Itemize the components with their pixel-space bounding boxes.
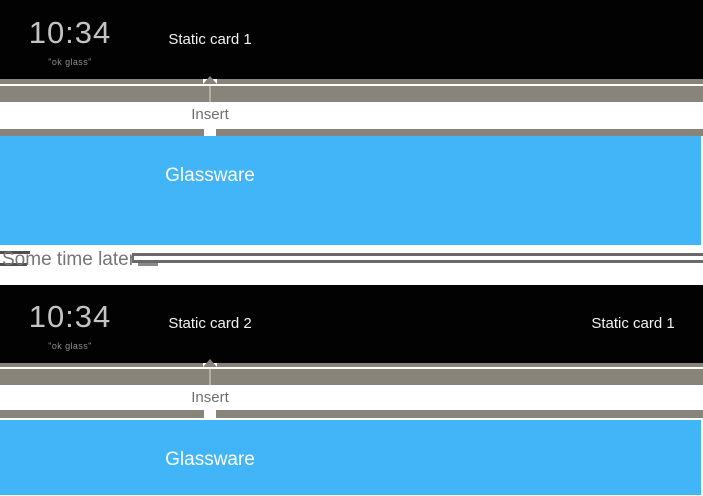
insert-gap-lower: [204, 129, 216, 136]
ok-glass-hint: "ok glass": [48, 57, 92, 67]
insert-gap-lower: [204, 410, 216, 418]
timeline-bar-lower: [0, 410, 703, 418]
insert-label: Insert: [191, 106, 229, 123]
divider-dash: [138, 263, 158, 266]
insert-seam: [209, 86, 211, 102]
timeline-cards-row: 10:34 "ok glass" Static card 1: [0, 0, 703, 79]
timeline-bar-top: [0, 363, 703, 367]
static-card-1-label: Static card 1: [168, 31, 252, 48]
divider-tick: [132, 253, 134, 263]
glassware-label: Glassware: [165, 165, 255, 186]
clock-card: 10:34 "ok glass": [0, 299, 140, 352]
clock-time: 10:34: [28, 299, 112, 334]
timeline-cards-row: 10:34 "ok glass" Static card 2 Static ca…: [0, 285, 703, 363]
divider-stub-top: [0, 251, 30, 254]
static-card-1-label: Static card 1: [591, 315, 675, 332]
insert-arrow-icon: [203, 359, 217, 367]
glassware-card: Glassware: [0, 420, 701, 495]
timeline-bar-lower: [0, 129, 703, 136]
divider-line-top: [133, 253, 703, 256]
divider-line-bottom: [133, 260, 703, 263]
static-card-2-label: Static card 2: [168, 315, 252, 332]
clock-time: 10:34: [28, 15, 112, 50]
insert-seam: [209, 369, 211, 385]
some-time-later-label: Some time later: [2, 249, 136, 270]
glassware-card: Glassware: [0, 136, 701, 245]
divider-stub-bottom: [0, 263, 27, 266]
clock-card: 10:34 "ok glass": [0, 15, 140, 68]
timeline-bar-top: [0, 79, 703, 84]
glassware-label: Glassware: [165, 449, 255, 470]
insert-label: Insert: [191, 389, 229, 406]
timeline-bar-thick: [0, 369, 703, 385]
insert-arrow-icon: [203, 76, 217, 84]
ok-glass-hint: "ok glass": [48, 341, 92, 351]
timeline-bar-thick: [0, 86, 703, 102]
